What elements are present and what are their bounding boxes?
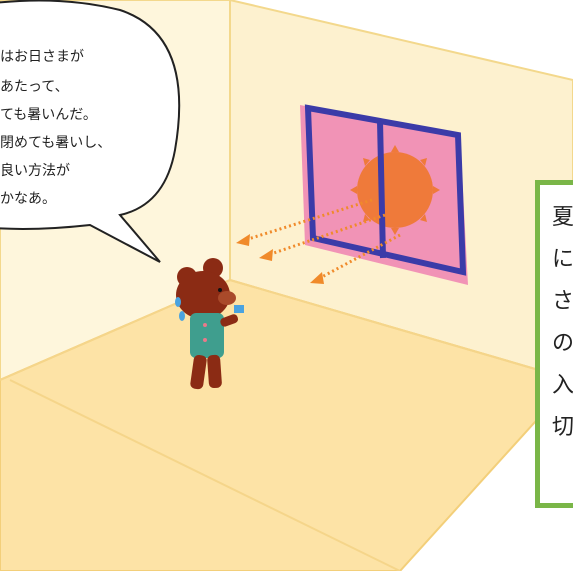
note-line-6: 切: [552, 415, 573, 440]
handkerchief: [234, 305, 244, 313]
note-box: 夏 に さ の 入 切: [535, 180, 573, 508]
speech-bubble-text: はお日さまが あたって、 ても暑いんだ。 閉めても暑いし、 良い方法が かなあ。: [0, 46, 175, 216]
bubble-line-3: ても暑いんだ。: [0, 107, 97, 123]
bear-eye: [218, 288, 222, 292]
bear-character: [175, 258, 244, 390]
note-line-2: に: [552, 247, 573, 272]
bear-leg-left: [190, 354, 207, 390]
bear-leg-right: [207, 354, 222, 389]
speech-bubble: [0, 0, 181, 263]
bubble-line-5: 良い方法が: [0, 163, 70, 179]
shirt-button-1: [203, 323, 207, 327]
bubble-line-2: あたって、: [0, 79, 69, 95]
note-line-5: 入: [552, 373, 573, 398]
floor-front-edge: [9, 379, 401, 571]
window-mullion: [377, 120, 386, 259]
note-line-4: の: [552, 331, 573, 356]
tears-icon: [175, 297, 185, 321]
bear-arm: [220, 314, 239, 327]
window-frame: [304, 104, 467, 276]
bubble-line-6: かなあ。: [0, 191, 56, 207]
bear-head: [176, 271, 230, 319]
sun-icon: [357, 152, 433, 228]
bear-snout: [218, 291, 236, 305]
bubble-line-1: はお日さまが: [0, 49, 84, 65]
arrow-heads: [236, 234, 324, 284]
note-line-1: 夏: [552, 205, 573, 230]
sun-rays: [350, 145, 440, 235]
bubble-line-4: 閉めても暑いし、: [0, 135, 112, 151]
note-line-3: さ: [552, 289, 573, 314]
shirt-button-2: [203, 338, 207, 342]
bear-shirt: [190, 313, 224, 358]
sunlight-arrows: [244, 198, 401, 280]
window: [300, 104, 468, 285]
floor-edge-right: [229, 279, 573, 381]
